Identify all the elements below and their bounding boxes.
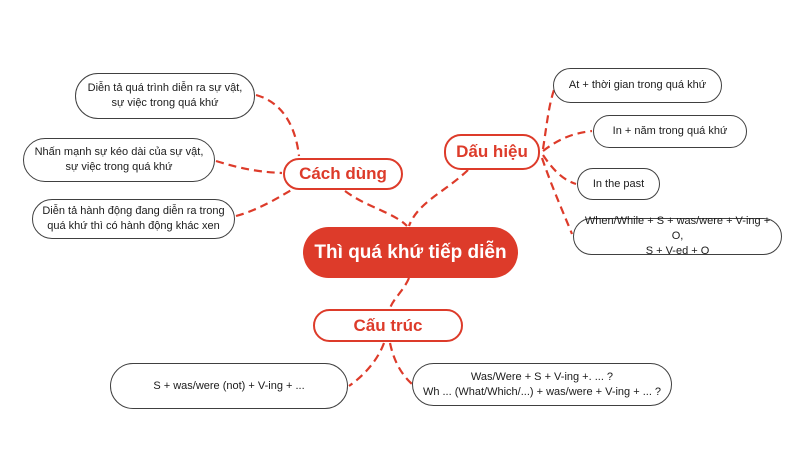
leaf-sign-1: At + thời gian trong quá khứ (553, 68, 722, 103)
connector-center-to-cau-truc (388, 277, 411, 309)
connector-dau-hieu-to-sign2 (542, 129, 593, 152)
leaf-usage-1: Diễn tả quá trình diễn ra sự vật, sự việ… (75, 73, 255, 119)
leaf-sign-4: When/While + S + was/were + V-ing + O, S… (573, 215, 782, 257)
connector-usage3-to-cach-dung (235, 188, 294, 218)
leaf-structure-1: S + was/were (not) + V-ing + ... (110, 363, 348, 409)
leaf-sign-2: In + năm trong quá khứ (593, 115, 747, 148)
connector-usage2-to-cach-dung (215, 159, 283, 175)
branch-cach-dung: Cách dùng (283, 158, 403, 190)
leaf-usage-2: Nhấn mạnh sự kéo dài của sự vật, sự việc… (23, 138, 215, 182)
center-topic: Thì quá khứ tiếp diễn (303, 227, 518, 278)
connector-cau-truc-to-struct1 (348, 342, 386, 387)
leaf-usage-3: Diễn tả hành động đang diễn ra trong quá… (32, 199, 235, 239)
leaf-sign-3: In the past (577, 168, 660, 200)
leaf-structure-2: Was/Were + S + V-ing +. ... ? Wh ... (Wh… (412, 363, 672, 406)
branch-dau-hieu: Dấu hiệu (444, 134, 540, 170)
connector-dau-hieu-to-sign4 (540, 157, 574, 235)
connector-usage1-to-cach-dung (255, 93, 301, 157)
connector-dau-hieu-to-sign1 (541, 86, 557, 150)
branch-cau-truc: Cấu trúc (313, 309, 463, 342)
connector-dau-hieu-to-sign3 (542, 154, 577, 186)
connector-cau-truc-to-struct2 (388, 342, 413, 385)
connector-cach-dung-to-center (344, 190, 408, 227)
connector-dau-hieu-to-center (407, 169, 469, 227)
